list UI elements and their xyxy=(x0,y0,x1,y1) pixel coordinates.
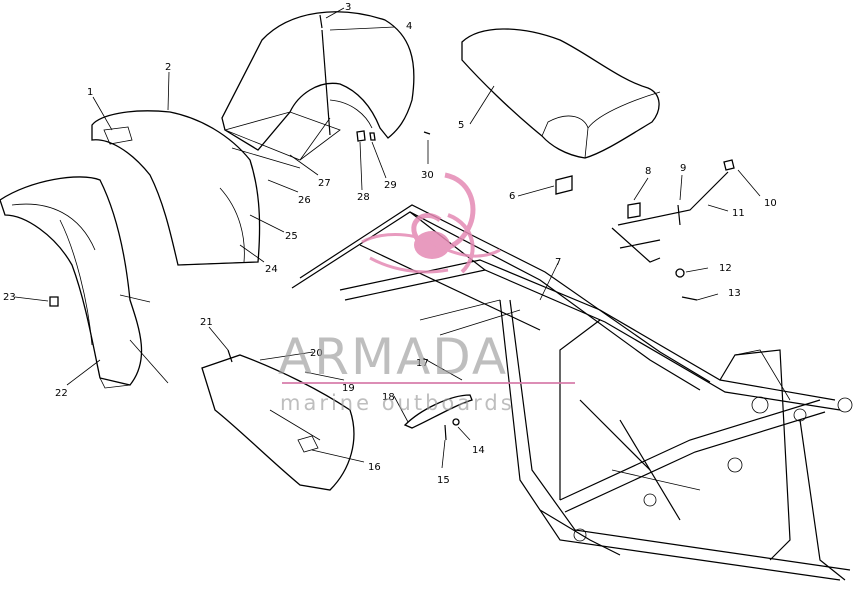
callout-17: 17 xyxy=(416,358,429,369)
callout-5: 5 xyxy=(458,120,464,131)
callout-30: 30 xyxy=(421,170,434,181)
callout-13: 13 xyxy=(728,288,741,299)
leader-lines xyxy=(14,7,761,469)
watermark: ARMADA marine outboards xyxy=(278,172,575,415)
callout-19: 19 xyxy=(342,383,355,394)
front-fender-panel xyxy=(0,176,169,389)
watermark-subtitle: marine outboards xyxy=(280,391,515,415)
callout-3: 3 xyxy=(345,2,351,13)
callouts: 1 2 3 4 5 6 7 8 9 10 11 12 13 14 15 16 1… xyxy=(3,2,777,486)
rear-fender-body xyxy=(91,11,415,266)
callout-29: 29 xyxy=(384,180,397,191)
watermark-logo xyxy=(361,172,501,274)
callout-7: 7 xyxy=(555,257,561,268)
callout-20: 20 xyxy=(310,348,323,359)
callout-12: 12 xyxy=(719,263,732,274)
callout-27: 27 xyxy=(318,178,331,189)
callout-14: 14 xyxy=(472,445,485,456)
callout-26: 26 xyxy=(298,195,311,206)
callout-1: 1 xyxy=(87,87,93,98)
callout-21: 21 xyxy=(200,317,213,328)
callout-22: 22 xyxy=(55,388,68,399)
callout-25: 25 xyxy=(285,231,298,242)
callout-15: 15 xyxy=(437,475,450,486)
footwell-panel xyxy=(201,354,355,491)
hardware xyxy=(49,14,735,441)
watermark-title: ARMADA xyxy=(278,328,508,386)
seat xyxy=(461,28,661,195)
callout-23: 23 xyxy=(3,292,16,303)
callout-8: 8 xyxy=(645,166,651,177)
callout-4: 4 xyxy=(406,21,412,32)
callout-6: 6 xyxy=(509,191,515,202)
atv-frame xyxy=(291,204,853,581)
callout-9: 9 xyxy=(680,163,686,174)
callout-16: 16 xyxy=(368,462,381,473)
callout-10: 10 xyxy=(764,198,777,209)
callout-11: 11 xyxy=(732,208,745,219)
callout-24: 24 xyxy=(265,264,278,275)
callout-18: 18 xyxy=(382,392,395,403)
callout-28: 28 xyxy=(357,192,370,203)
callout-2: 2 xyxy=(165,62,171,73)
